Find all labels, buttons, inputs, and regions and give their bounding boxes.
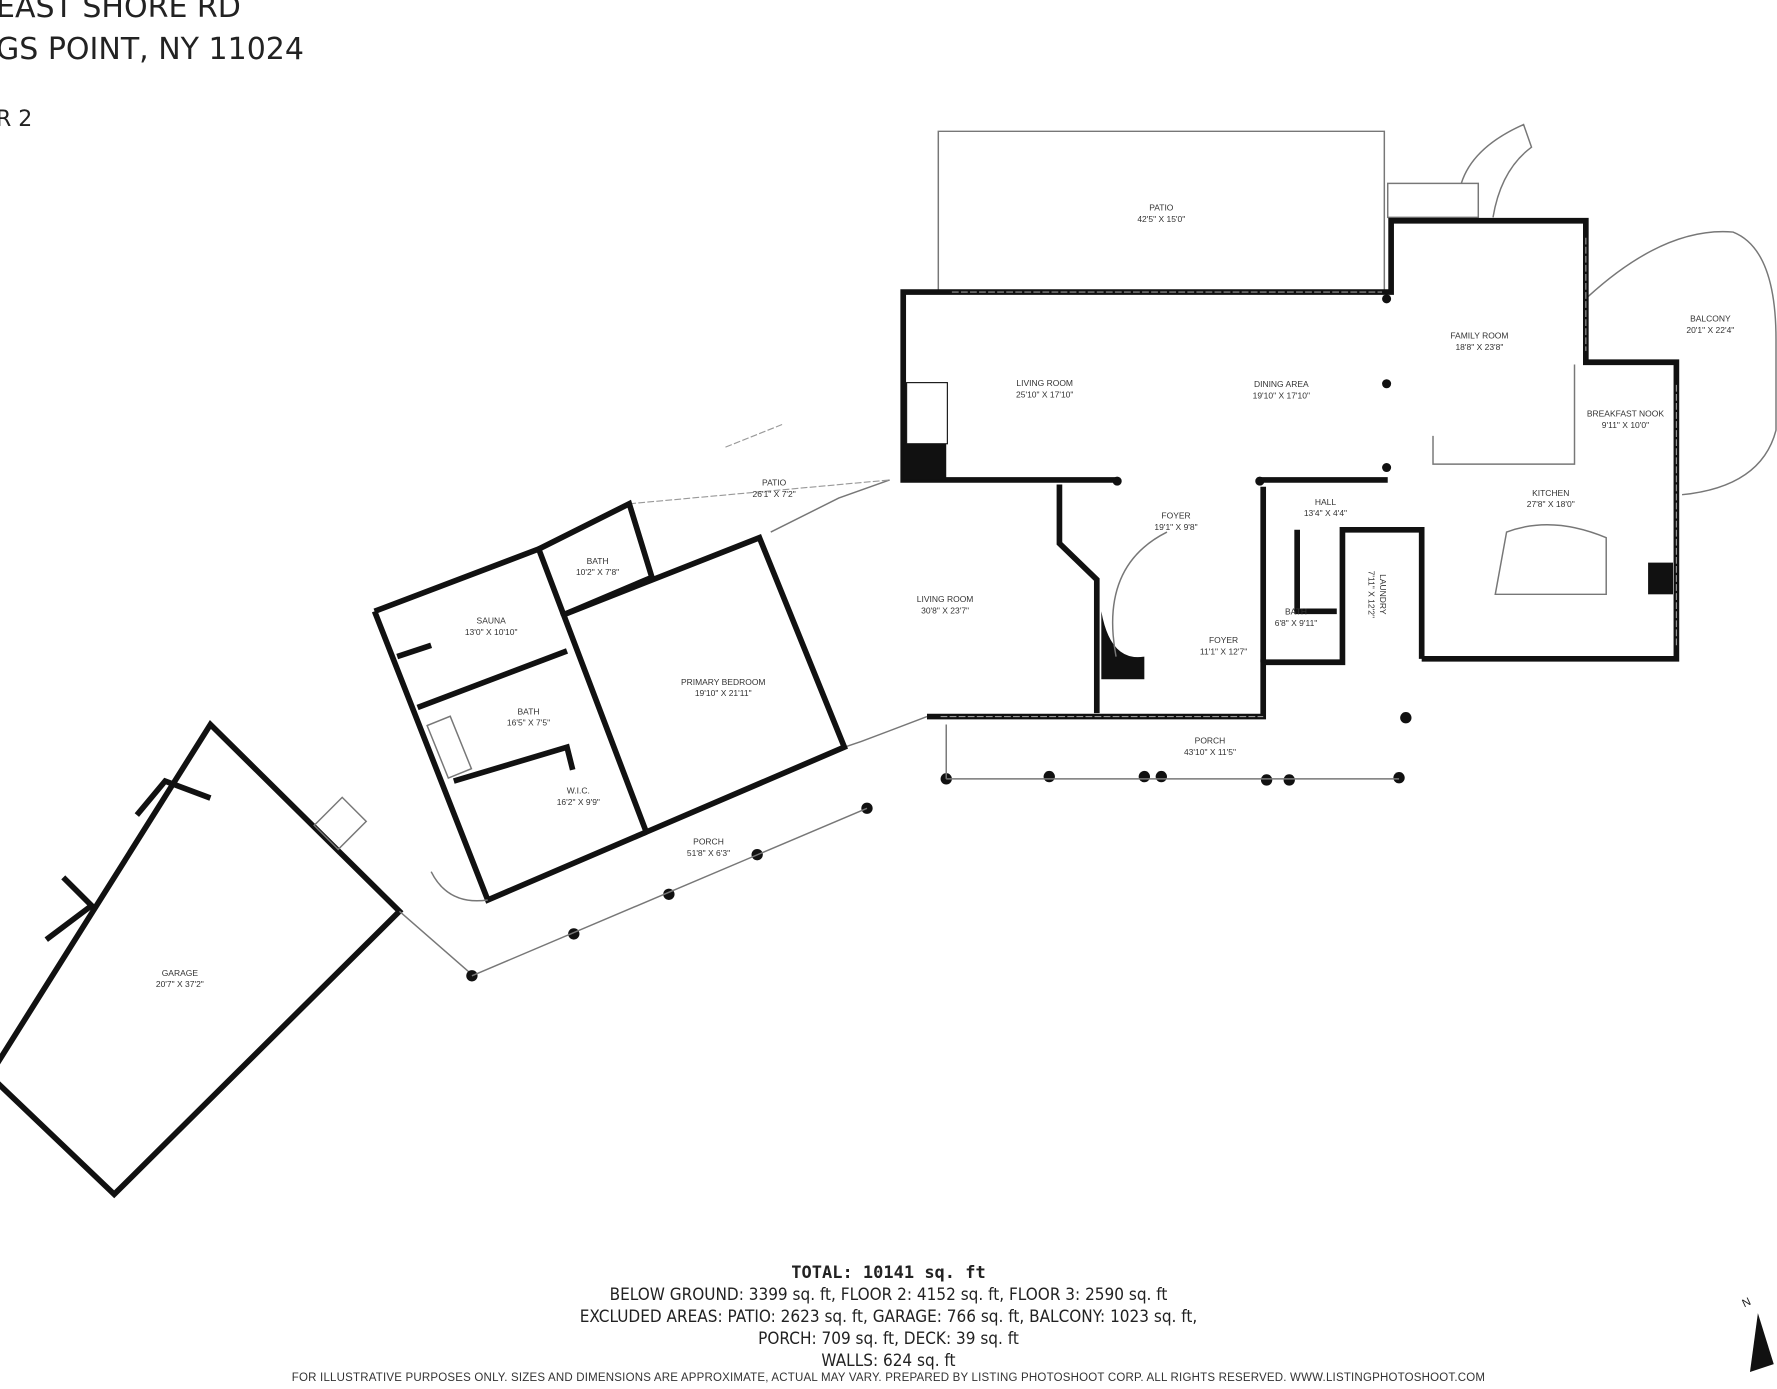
room-name: DINING AREA [1254, 379, 1309, 389]
room-label: FAMILY ROOM 18'8" X 23'8" [1450, 330, 1508, 351]
room-name: FOYER [1209, 635, 1238, 645]
patio-outline [937, 130, 1386, 293]
room-dimensions: 27'8" X 18'0" [1527, 499, 1575, 509]
total-area: TOTAL: 10141 sq. ft [791, 1263, 986, 1283]
room-name: LIVING ROOM [917, 594, 974, 604]
room-dimensions: 16'5" X 7'5" [507, 718, 550, 728]
room-name: FAMILY ROOM [1450, 330, 1508, 340]
room-dimensions: 42'5" X 15'0" [1137, 214, 1185, 224]
room-label: LIVING ROOM 30'8" X 23'7" [917, 594, 974, 615]
room-dimensions: 6'8" X 9'11" [1275, 618, 1318, 628]
exterior-stairs [1386, 123, 1533, 219]
room-label: W.I.C.16'2" X 9'9" [557, 786, 600, 807]
room-dimensions: 19'10" X 21'11" [695, 688, 752, 698]
room-name: PATIO [762, 478, 787, 488]
room-dimensions: 11'1" X 12'7" [1200, 646, 1247, 656]
room-name: GARAGE [162, 968, 199, 978]
room-label: PORCH 51'8" X 6'3" [687, 836, 730, 857]
room-name: PATIO [1149, 203, 1174, 213]
room-label: BATH 16'5" X 7'5" [507, 706, 550, 727]
room-dimensions: 13'0" X 10'10" [465, 627, 518, 637]
area-summary: TOTAL: 10141 sq. ft BELOW GROUND: 3399 s… [0, 1262, 1777, 1372]
room-name: PRIMARY BEDROOM [681, 677, 766, 687]
room-name: BALCONY [1690, 313, 1731, 323]
excluded-areas: EXCLUDED AREAS: PATIO: 2623 sq. ft, GARA… [579, 1307, 1198, 1327]
room-label: BALCONY 20'1" X 22'4" [1686, 313, 1734, 334]
room-dimensions: 51'8" X 6'3" [687, 848, 730, 858]
room-name: W.I.C. [567, 786, 590, 796]
address-line-1: EAST SHORE RD [0, 0, 241, 25]
room-name: SAUNA [477, 616, 507, 626]
room-dimensions: 19'1" X 9'8" [1154, 522, 1197, 532]
room-name: FOYER [1161, 510, 1190, 520]
wall-main-upper [900, 217, 1680, 662]
room-dimensions: 20'7" X 37'2" [156, 979, 204, 989]
room-name: PORCH [1195, 736, 1226, 746]
floor-label: R 2 [0, 107, 33, 132]
wall-living-lower [926, 526, 1425, 720]
disclaimer: FOR ILLUSTRATIVE PURPOSES ONLY. SIZES AN… [291, 1372, 1486, 1384]
room-dimensions: 30'8" X 23'7" [921, 606, 969, 616]
room-dimensions: 10'2" X 7'8" [576, 567, 619, 577]
room-dimensions: 43'10" X 11'5" [1184, 747, 1236, 757]
floor-areas: BELOW GROUND: 3399 sq. ft, FLOOR 2: 4152… [609, 1285, 1168, 1305]
room-name: PORCH [693, 836, 724, 846]
address-line-2: GS POINT, NY 11024 [0, 32, 304, 67]
room-dimensions: 18'8" X 23'8" [1455, 342, 1503, 352]
balcony-outline [1587, 230, 1777, 496]
room-dimensions: 20'1" X 22'4" [1686, 325, 1734, 335]
room-name: HALL [1315, 497, 1337, 507]
room-dimensions: 13'4" X 4'4" [1304, 508, 1347, 518]
walls-area: WALLS: 624 sq. ft [821, 1351, 956, 1371]
room-name: BREAKFAST NOOK [1587, 409, 1665, 419]
room-dimensions: 7'11" X 12'2" [1366, 571, 1376, 618]
room-label: FOYER 19'1" X 9'8" [1154, 510, 1197, 531]
wall-primary-bedroom [559, 534, 849, 836]
room-name: LIVING ROOM [1016, 378, 1073, 388]
room-name: KITCHEN [1532, 488, 1569, 498]
room-dimensions: 26'1" X 7'2" [753, 489, 796, 499]
room-dimensions: 9'11" X 10'0" [1602, 420, 1649, 430]
spiral-stair [1111, 531, 1168, 657]
room-dimensions: 16'2" X 9'9" [557, 797, 600, 807]
room-name: BATH [587, 556, 609, 566]
wall-garage [0, 720, 404, 1199]
room-name: LAUNDRY [1378, 574, 1388, 615]
room-dimensions: 19'10" X 17'10" [1253, 390, 1310, 400]
room-name: BATH [1285, 607, 1307, 617]
excluded-areas-cont: PORCH: 709 sq. ft, DECK: 39 sq. ft [758, 1329, 1019, 1349]
fireplace-icon [906, 382, 948, 445]
room-name: BATH [518, 706, 540, 716]
room-dimensions: 25'10" X 17'10" [1016, 389, 1073, 399]
